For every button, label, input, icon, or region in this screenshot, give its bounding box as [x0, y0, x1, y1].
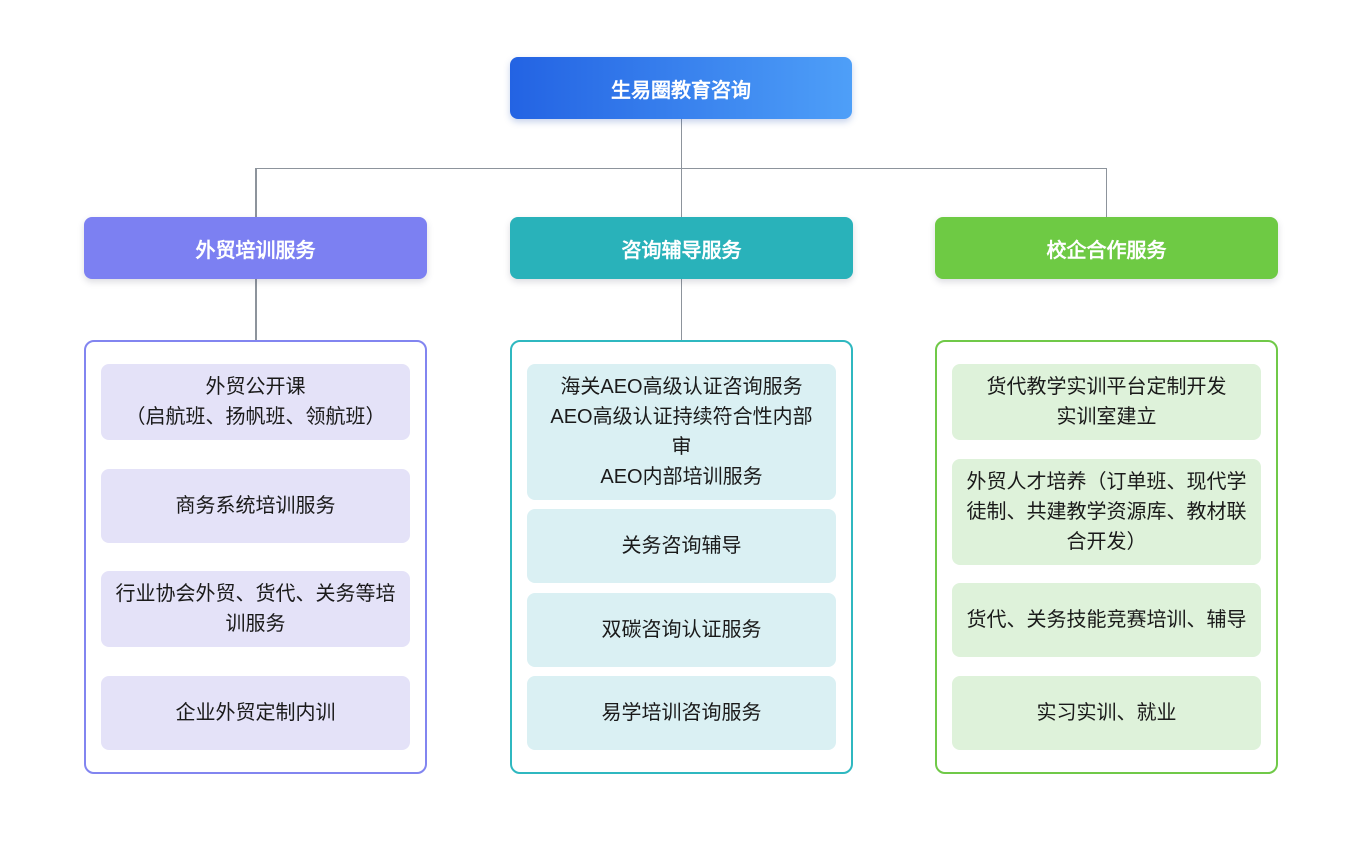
connector-drop-branch-2 — [680, 167, 682, 218]
service-item: 货代教学实训平台定制开发 实训室建立 — [952, 364, 1261, 440]
branch-container-consulting-coaching: 海关AEO高级认证咨询服务 AEO高级认证持续符合性内部审 AEO内部培训服务 … — [510, 340, 853, 774]
service-item: 实习实训、就业 — [952, 675, 1261, 750]
service-item: 行业协会外贸、货代、关务等培训服务 — [101, 571, 410, 648]
service-item: 商务系统培训服务 — [101, 468, 410, 543]
connector-branch-2-container — [680, 279, 682, 340]
branch-container-school-enterprise: 货代教学实训平台定制开发 实训室建立 外贸人才培养（订单班、现代学徒制、共建教学… — [935, 340, 1278, 774]
connector-drop-branch-3 — [1105, 167, 1107, 218]
connector-branch-1-container — [255, 279, 257, 340]
service-item: 企业外贸定制内训 — [101, 675, 410, 750]
root-node-label: 生易圈教育咨询 — [611, 79, 751, 102]
branch-header-label: 外贸培训服务 — [195, 239, 316, 262]
branch-header-foreign-trade-training: 外贸培训服务 — [84, 217, 427, 279]
root-node: 生易圈教育咨询 — [510, 57, 852, 119]
connector-root-stem — [680, 119, 682, 168]
service-item: 关务咨询辅导 — [527, 509, 836, 584]
service-item: 外贸人才培养（订单班、现代学徒制、共建教学资源库、教材联合开发） — [952, 458, 1261, 565]
branch-header-label: 咨询辅导服务 — [621, 239, 742, 262]
service-item: 海关AEO高级认证咨询服务 AEO高级认证持续符合性内部审 AEO内部培训服务 — [527, 364, 836, 500]
service-item: 双碳咨询认证服务 — [527, 592, 836, 667]
service-item: 货代、关务技能竞赛培训、辅导 — [952, 583, 1261, 658]
branch-header-school-enterprise: 校企合作服务 — [935, 217, 1278, 279]
branch-header-consulting-coaching: 咨询辅导服务 — [510, 217, 853, 279]
branch-container-foreign-trade-training: 外贸公开课 （启航班、扬帆班、领航班） 商务系统培训服务 行业协会外贸、货代、关… — [84, 340, 427, 774]
service-item: 外贸公开课 （启航班、扬帆班、领航班） — [101, 364, 410, 440]
branch-header-label: 校企合作服务 — [1046, 239, 1167, 262]
connector-drop-branch-1 — [255, 167, 257, 218]
service-item: 易学培训咨询服务 — [527, 675, 836, 750]
